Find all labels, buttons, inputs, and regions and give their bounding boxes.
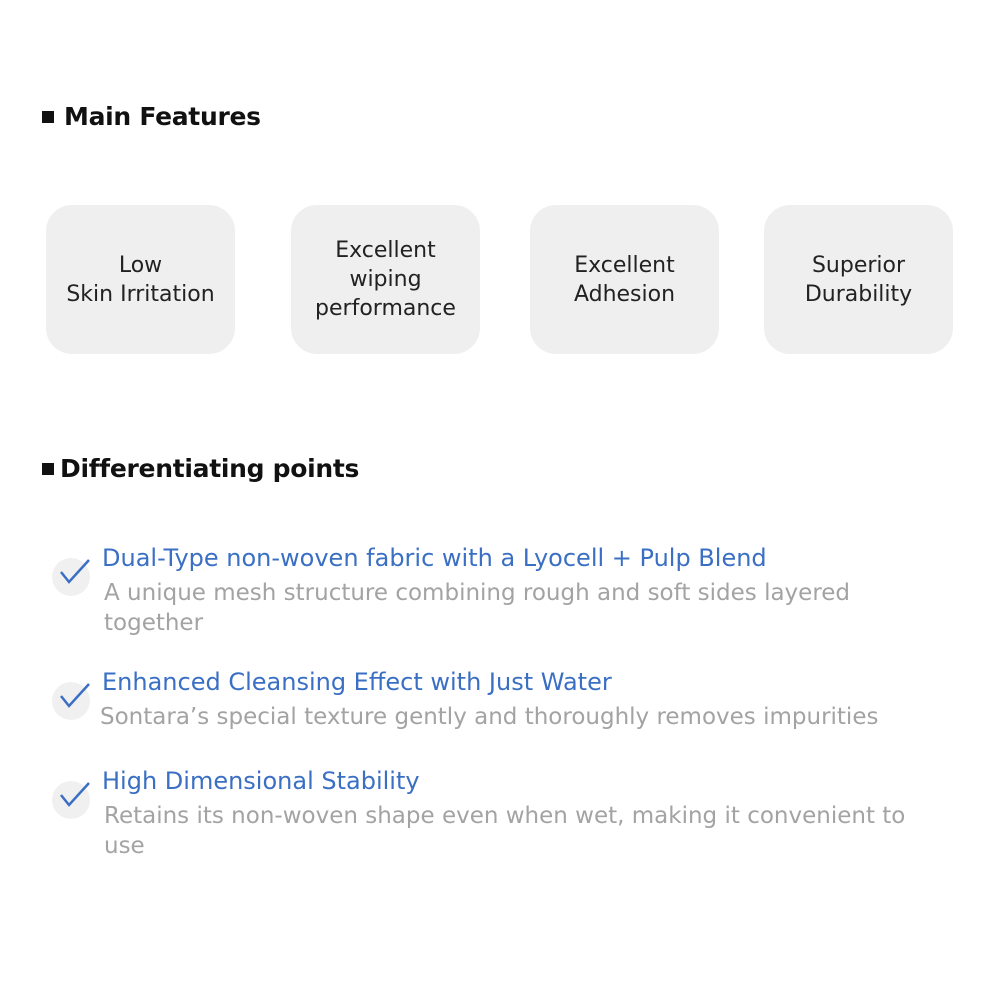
feature-card: Superior Durability [764, 205, 953, 354]
check-icon [52, 682, 90, 720]
square-bullet-icon [42, 462, 54, 475]
feature-card: Low Skin Irritation [46, 205, 235, 354]
feature-card: Excellent Adhesion [530, 205, 719, 354]
item-desc: Retains its non-woven shape even when we… [104, 803, 906, 859]
item-title: High Dimensional Stability [102, 767, 420, 795]
check-icon [52, 558, 90, 596]
item-title: Dual-Type non-woven fabric with a Lyocel… [102, 544, 767, 572]
item-desc: A unique mesh structure combining rough … [104, 580, 851, 636]
differentiating-heading: Differentiating points [42, 454, 359, 483]
main-features-heading: Main Features [42, 102, 261, 131]
item-title: Enhanced Cleansing Effect with Just Wate… [102, 668, 612, 696]
check-icon [52, 781, 90, 819]
item-desc: Sontara’s special texture gently and tho… [100, 704, 879, 730]
square-bullet-icon [42, 110, 54, 123]
feature-card: Excellent wiping performance [291, 205, 480, 354]
